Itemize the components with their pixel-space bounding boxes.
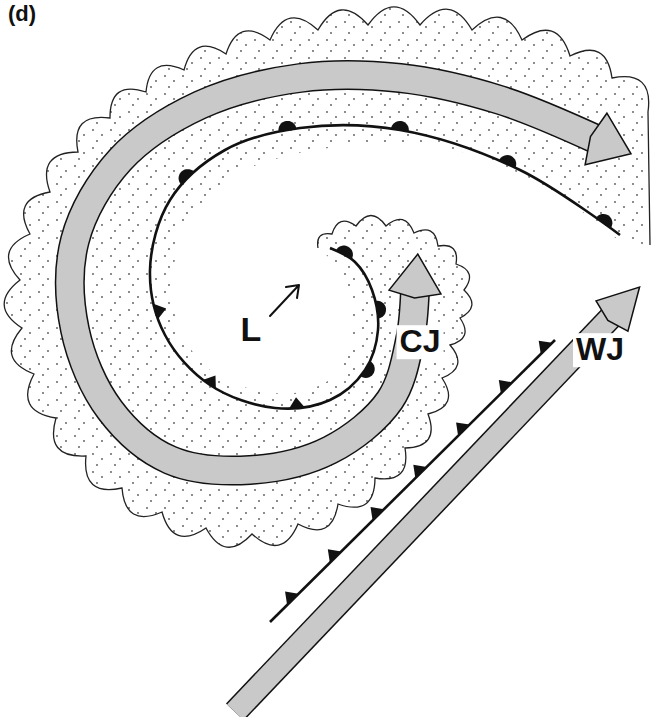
panel-letter: (d)	[5, 2, 39, 25]
cold-front-symbol	[413, 465, 426, 478]
jet-label: WJ	[573, 333, 627, 367]
warm-front-symbol	[361, 361, 375, 378]
cold-front-symbol	[289, 397, 305, 409]
cold-front-symbol	[285, 592, 298, 605]
cold-front-symbol	[456, 422, 469, 435]
cold-front-symbol	[539, 341, 552, 354]
warm-front-symbol	[278, 121, 296, 131]
cold-front-symbol	[371, 507, 384, 520]
low-pressure-label: L	[238, 312, 265, 348]
cloud-outline	[4, 7, 650, 547]
warm-belt-arrowhead	[596, 287, 640, 331]
cold-belt-arrowhead	[585, 113, 631, 165]
cold-front-symbol	[203, 375, 216, 389]
warm-front-symbol	[179, 169, 194, 184]
cloud-shield	[4, 7, 650, 547]
cold-front-symbol	[499, 380, 512, 393]
cold-front-symbol	[153, 304, 166, 319]
cold-front-symbol	[328, 549, 341, 562]
jet-label: CJ	[397, 325, 444, 359]
cold-front	[270, 340, 555, 622]
warm-front-symbol	[376, 301, 386, 319]
warm-front-symbol	[499, 155, 516, 168]
warm-conveyor-belt-outline	[235, 316, 612, 712]
warm-front-symbol	[596, 214, 612, 228]
cold-belt-arrowhead	[389, 254, 441, 298]
warm-conveyor-belt	[235, 316, 612, 712]
warm-front-symbol	[336, 246, 353, 259]
motion-arrow	[270, 285, 299, 316]
warm-front-symbol	[391, 121, 409, 132]
